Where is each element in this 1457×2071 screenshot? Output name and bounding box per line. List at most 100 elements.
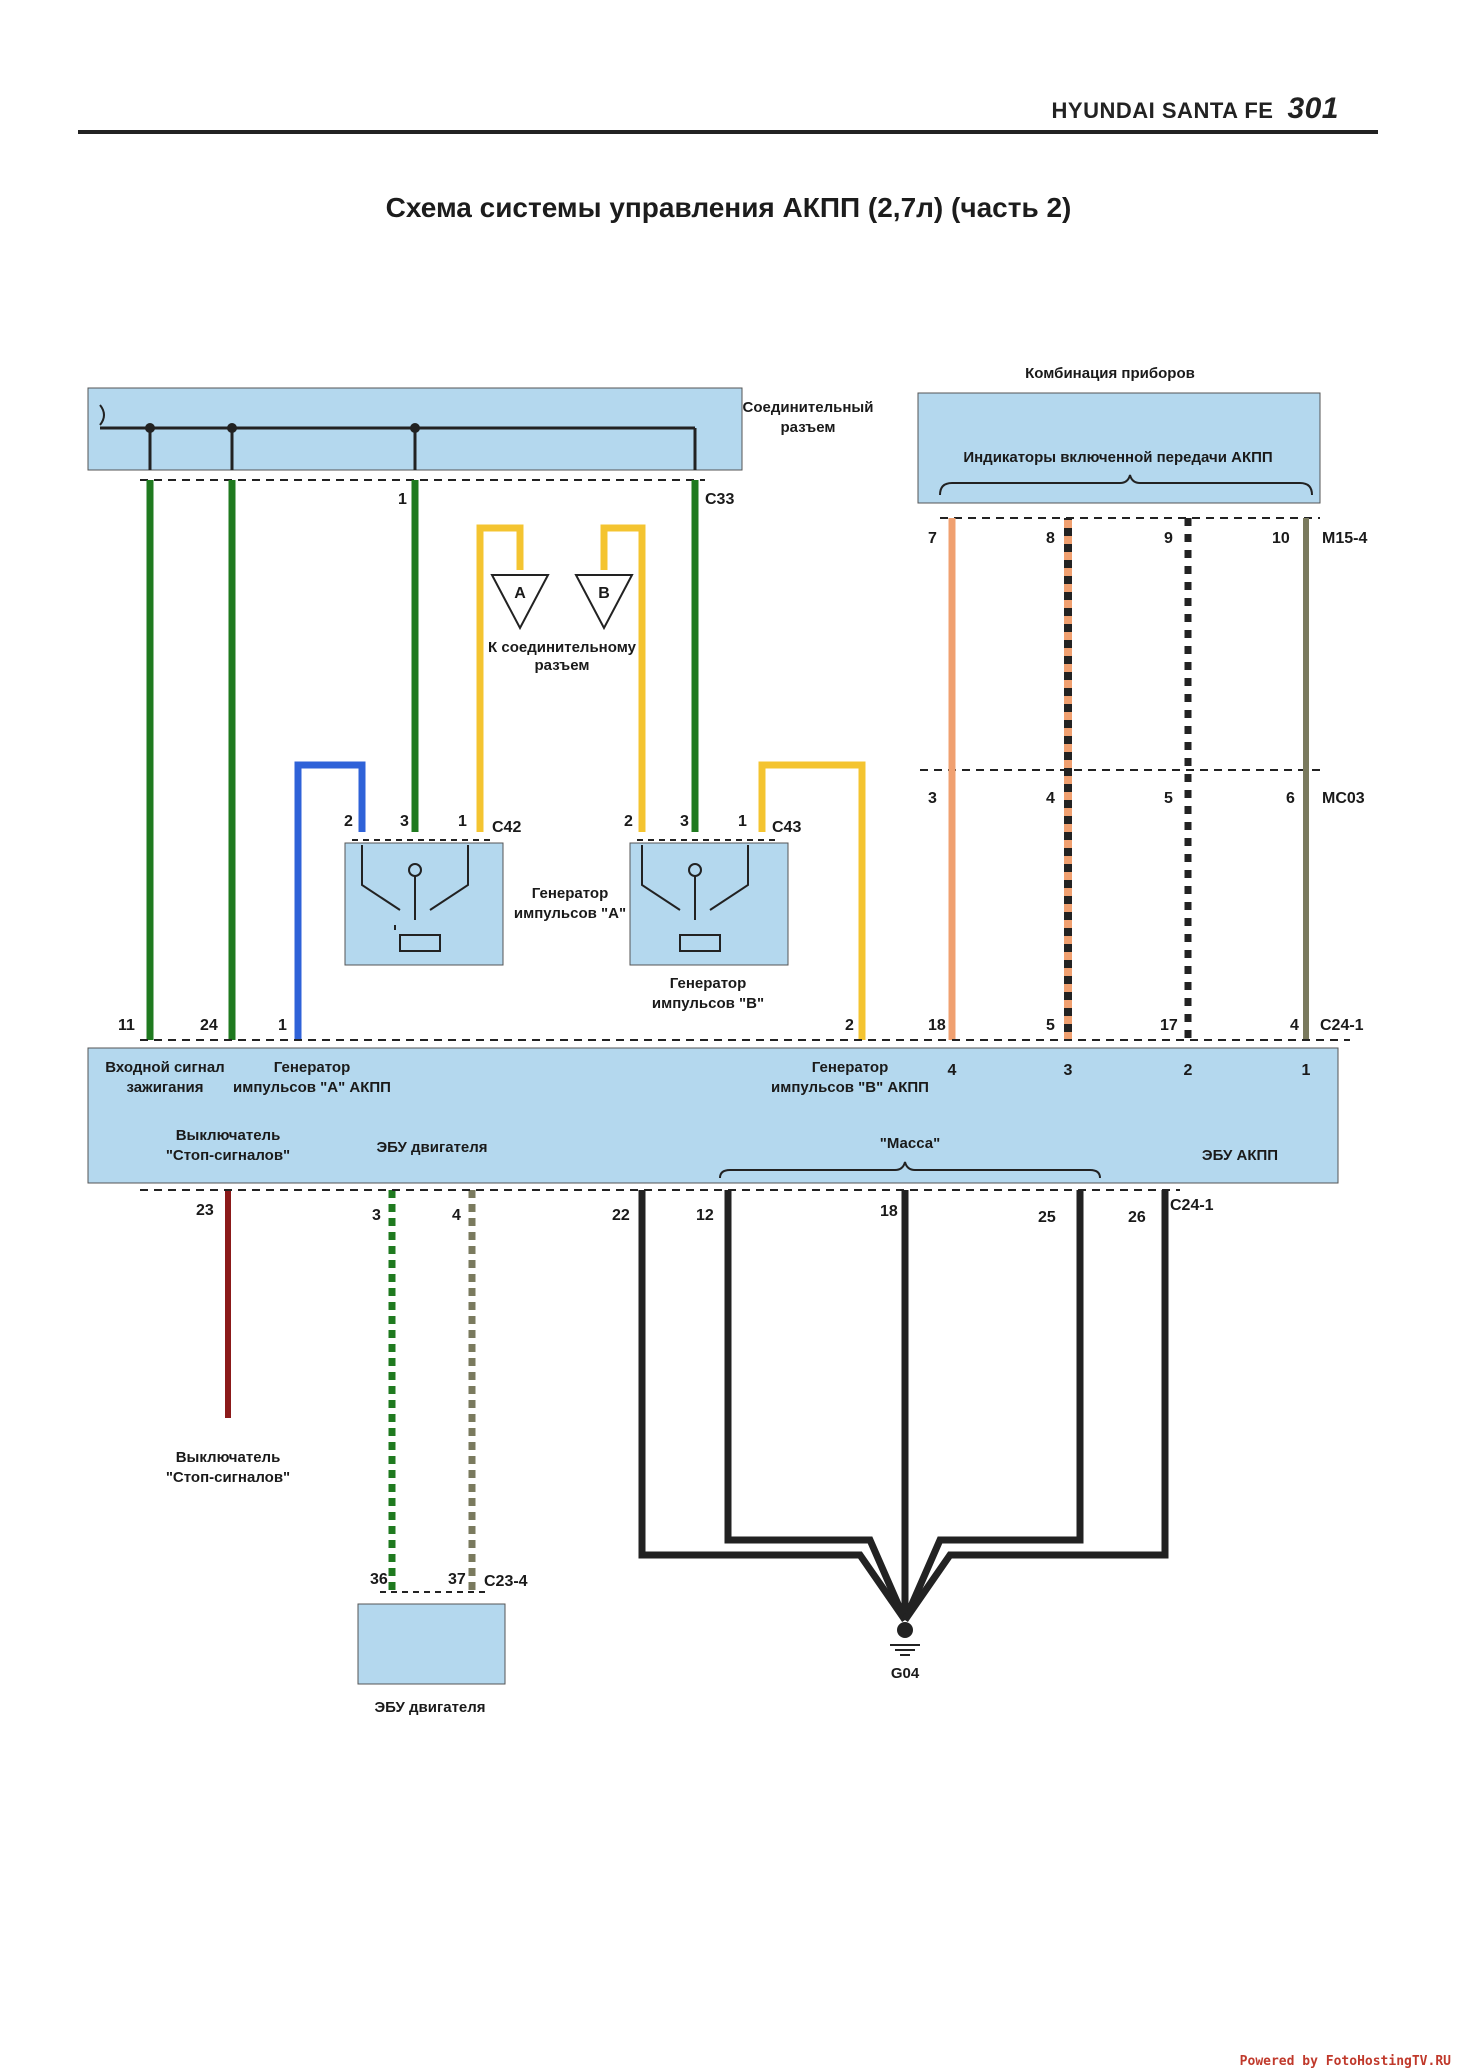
joint-connector-id: C33 (705, 491, 734, 508)
pulse-generator-a: 2 3 1 C42 Генератор импульсов "А" (344, 813, 626, 966)
joint-connector-label-1: Соединительный (743, 399, 874, 416)
joint-connector: Соединительный разъем 1 C33 (87, 387, 874, 508)
cluster-pin-10: 10 (1272, 530, 1290, 547)
tcm-pin-25: 25 (1038, 1209, 1056, 1226)
cluster-title: Комбинация приборов (1025, 365, 1195, 382)
tcm-pin-17: 17 (1160, 1017, 1178, 1034)
tcm-pin-11: 11 (118, 1017, 135, 1034)
wire-yellow-a (476, 524, 524, 832)
joint-ref-a-label: A (514, 585, 526, 602)
ecu-pin-36: 36 (370, 1571, 388, 1588)
ecu-pin-37: 37 (448, 1571, 466, 1588)
gen-b-pin-3: 3 (680, 813, 689, 830)
tcm-gen-a-label-2: импульсов "А" АКПП (233, 1079, 391, 1096)
joint-connector-label-2: разъем (781, 419, 836, 436)
gen-a-label-1: Генератор (532, 885, 608, 902)
tcm-label: ЭБУ АКПП (1202, 1147, 1278, 1164)
gen-b-label-1: Генератор (670, 975, 746, 992)
brake-switch-label-1: Выключатель (176, 1449, 281, 1466)
tcm-pin-18b: 18 (880, 1203, 898, 1220)
tcm-ground-label: "Масса" (880, 1135, 940, 1152)
tcm-gen-b-label-2: импульсов "В" АКПП (771, 1079, 929, 1096)
tcm-ign-label-2: зажигания (126, 1079, 203, 1096)
cluster-connector-id: M15-4 (1322, 530, 1367, 547)
gen-b-label-2: импульсов "В" (652, 995, 764, 1012)
gen-a-connector-id: C42 (492, 819, 521, 836)
gear-1: 1 (1302, 1062, 1311, 1079)
tcm-pin-4b: 4 (452, 1207, 461, 1224)
brake-switch: Выключатель "Стоп-сигналов" (166, 1449, 290, 1486)
gen-a-pin-1: 1 (458, 813, 467, 830)
wire-yellow-b (600, 524, 646, 832)
mc03-connector: 3 4 5 6 MC03 (920, 769, 1365, 807)
diagram-title: Схема системы управления АКПП (2,7л) (ча… (385, 192, 1072, 223)
cluster-pin-9: 9 (1164, 530, 1173, 547)
ecu-connector-id: C23-4 (484, 1573, 528, 1590)
wires (146, 480, 1309, 1622)
tcm-gen-b-label-1: Генератор (812, 1059, 888, 1076)
gear-4: 4 (948, 1062, 957, 1079)
joint-pin-1: 1 (398, 491, 407, 508)
gen-a-label-2: импульсов "А" (514, 905, 626, 922)
header-rule (78, 130, 1378, 134)
wire-yellow-gen-b-out (758, 761, 866, 1040)
ground-label: G04 (891, 1665, 920, 1682)
joint-ref-b-label: B (598, 585, 610, 602)
wire-ground-26 (902, 1190, 1169, 1622)
tcm-connector-top: C24-1 (1320, 1017, 1364, 1034)
mc03-connector-id: MC03 (1322, 790, 1365, 807)
footer-watermark: Powered by FotoHostingTV.RU (1239, 2054, 1451, 2069)
tcm-pin-3: 3 (372, 1207, 381, 1224)
gen-b-connector-id: C43 (772, 819, 801, 836)
instrument-cluster: Комбинация приборов Индикаторы включенно… (917, 365, 1367, 547)
tcm-module: 11 24 1 2 18 5 17 4 C24-1 Входной сигнал… (87, 1017, 1364, 1226)
tcm-pin-24: 24 (200, 1017, 218, 1034)
tcm-pin-4: 4 (1290, 1017, 1299, 1034)
engine-ecu-box (357, 1603, 506, 1685)
tcm-box (87, 1047, 1339, 1184)
joint-ref-b (574, 574, 634, 631)
ground-icon (897, 1622, 913, 1638)
gen-a-pin-2: 2 (344, 813, 353, 830)
tcm-pin-26: 26 (1128, 1209, 1146, 1226)
cluster-inner-label: Индикаторы включенной передачи АКПП (963, 449, 1272, 466)
page-header: HYUNDAI SANTA FE 301 (1052, 92, 1339, 126)
tcm-ecu-label: ЭБУ двигателя (376, 1139, 487, 1156)
tcm-connector-bottom: C24-1 (1170, 1197, 1214, 1214)
gen-a-pin-3: 3 (400, 813, 409, 830)
to-joint-label-2: разъем (535, 657, 590, 674)
joint-ref-a (490, 574, 550, 631)
gear-2: 2 (1184, 1062, 1193, 1079)
gear-3: 3 (1064, 1062, 1073, 1079)
to-joint-connector: A B К соединительному разъем (488, 574, 637, 674)
tcm-pin-5: 5 (1046, 1017, 1055, 1034)
mc03-pin-4: 4 (1046, 790, 1055, 807)
pulse-gen-a-box (344, 842, 504, 966)
cluster-pin-7: 7 (928, 530, 937, 547)
tcm-pin-23: 23 (196, 1202, 214, 1219)
tcm-pin-12: 12 (696, 1207, 714, 1224)
pulse-gen-b-box (629, 842, 789, 966)
wire-blue-gen-a (294, 761, 366, 1040)
mc03-pin-3: 3 (928, 790, 937, 807)
gen-b-pin-1: 1 (738, 813, 747, 830)
cluster-box (917, 392, 1321, 504)
page-number: 301 (1287, 92, 1339, 125)
to-joint-label-1: К соединительному (488, 639, 637, 656)
brake-switch-label-2: "Стоп-сигналов" (166, 1469, 290, 1486)
pulse-generator-b: 2 3 1 C43 Генератор импульсов "В" (624, 813, 801, 1012)
tcm-brake-label-1: Выключатель (176, 1127, 281, 1144)
wire-ground-25 (901, 1190, 1084, 1622)
tcm-pin-2: 2 (845, 1017, 854, 1034)
tcm-pin-22: 22 (612, 1207, 630, 1224)
tcm-ign-label-1: Входной сигнал (105, 1059, 224, 1076)
cluster-pin-8: 8 (1046, 530, 1055, 547)
gen-b-pin-2: 2 (624, 813, 633, 830)
wire-ground-22 (638, 1190, 908, 1622)
brand-name: HYUNDAI SANTA FE (1051, 98, 1274, 123)
engine-ecu: 36 37 C23-4 ЭБУ двигателя (357, 1571, 528, 1716)
tcm-pin-1: 1 (278, 1017, 287, 1034)
tcm-gen-a-label-1: Генератор (274, 1059, 350, 1076)
mc03-pin-5: 5 (1164, 790, 1173, 807)
